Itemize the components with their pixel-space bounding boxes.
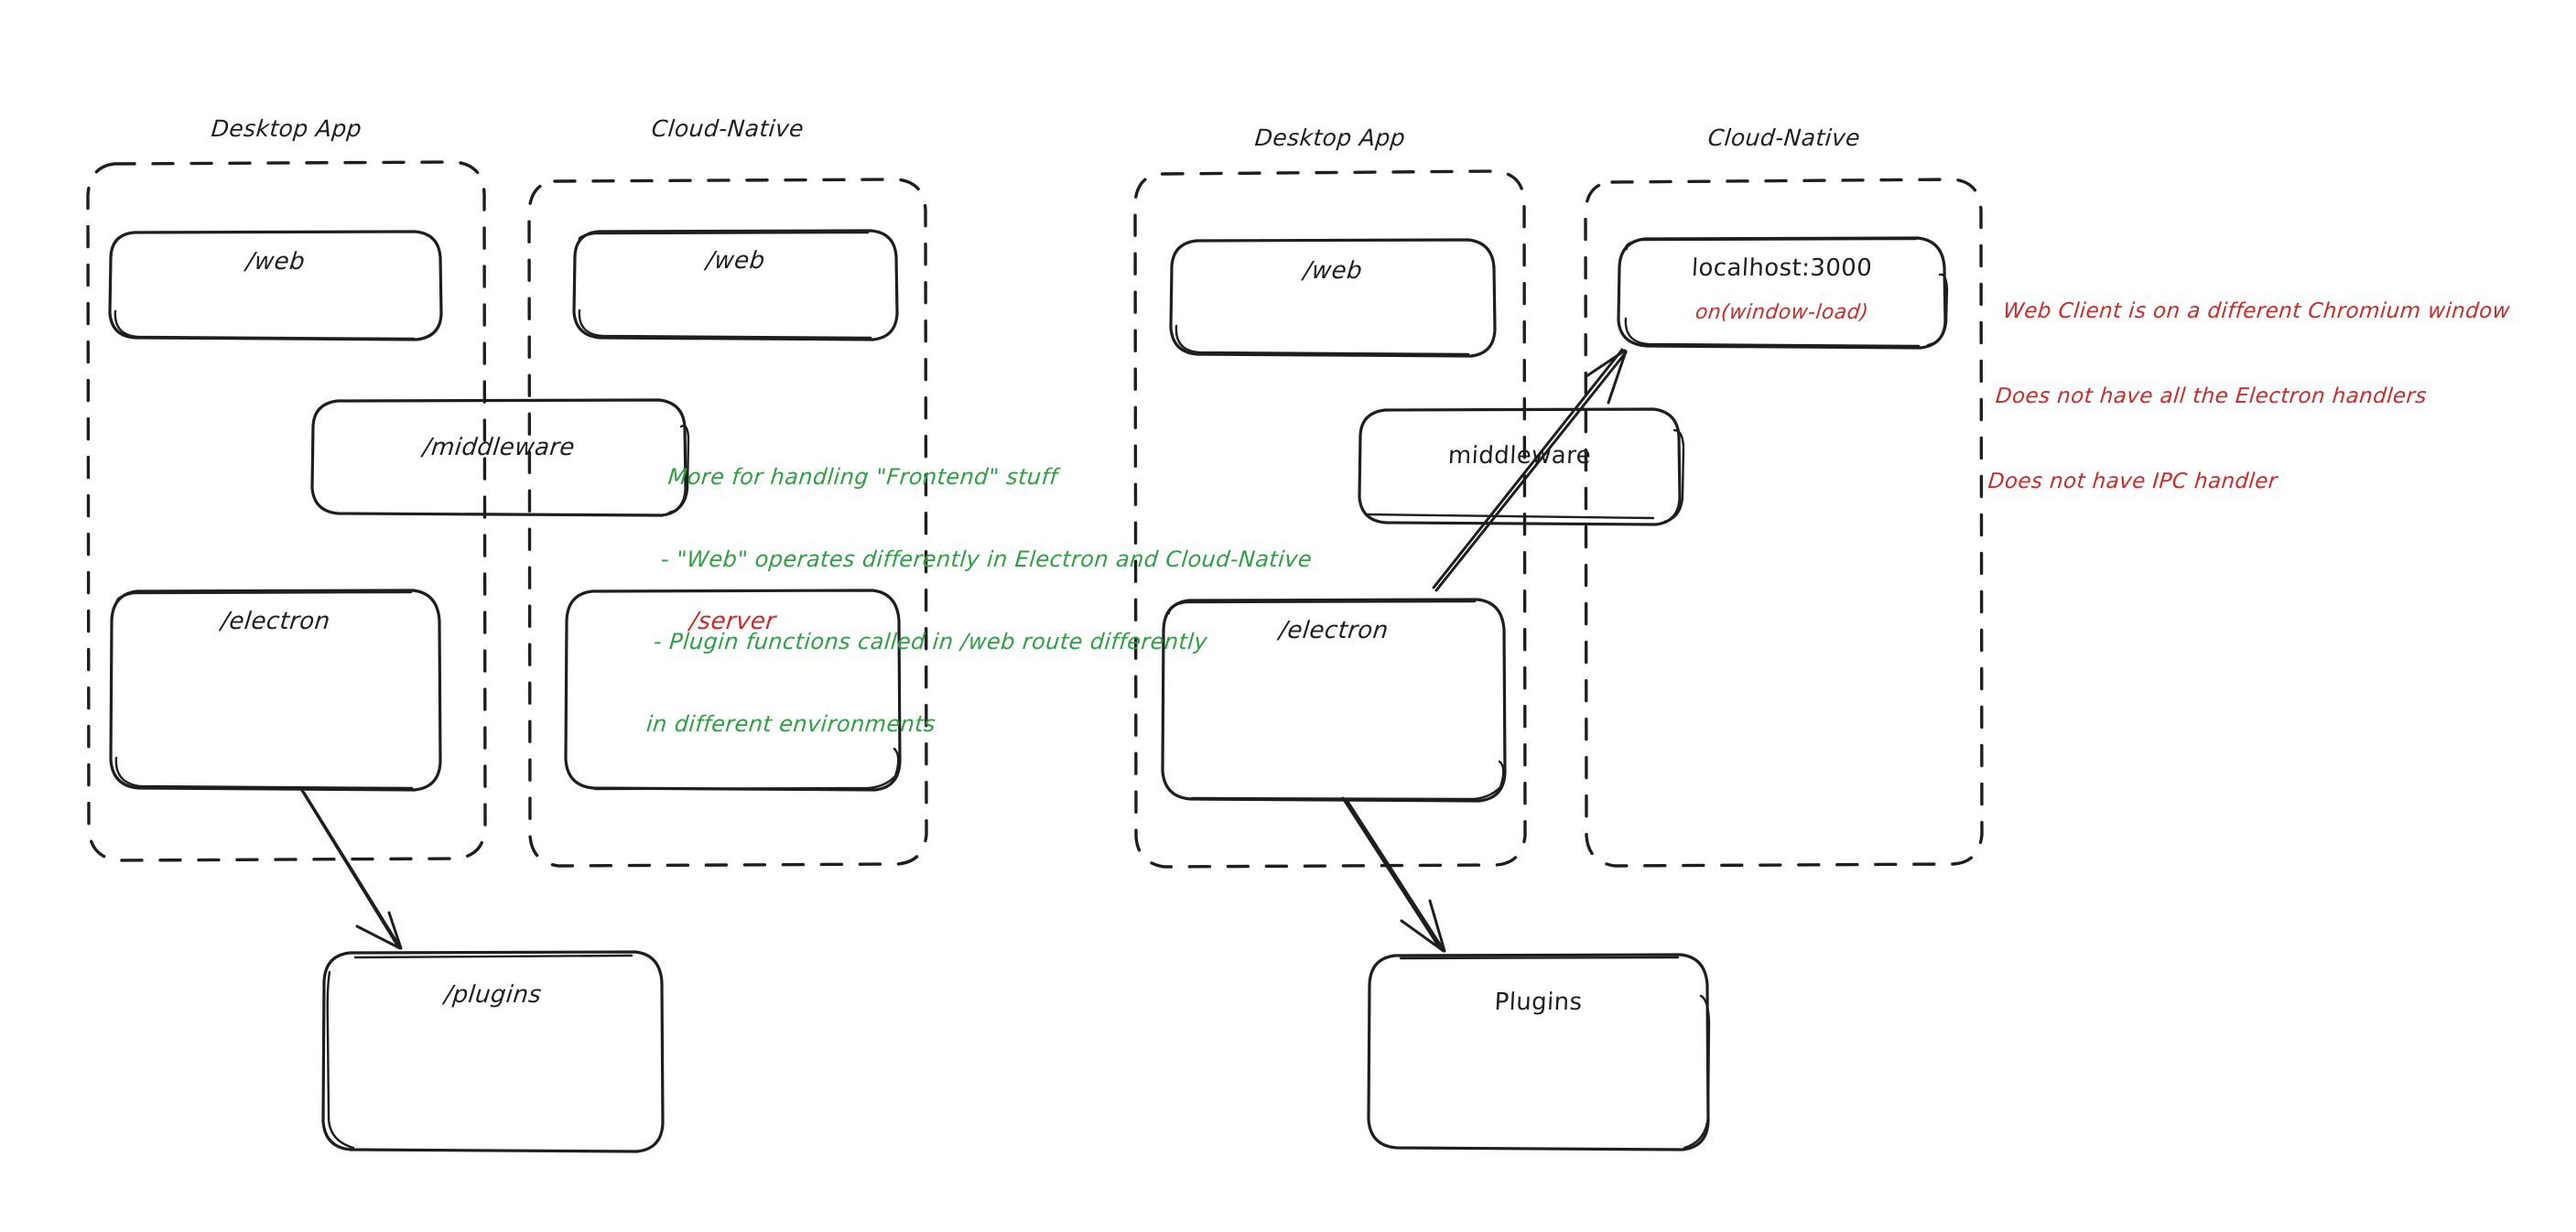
node-label-right-middleware: middleware [1447,442,1592,470]
note-green-line-2: - "Web" operates differently in Electron… [659,546,1314,572]
node-box-left-electron [109,589,442,792]
group-title-right-cloud: Cloud-Native [1706,124,1862,151]
node-label-left-electron: /electron [219,608,332,635]
arrow-right-electron-to-localhost [1432,348,1628,592]
node-label-left-plugins: /plugins [442,981,544,1009]
group-frame-left-cloud [527,178,928,868]
note-green-line-4: in different environments [644,711,937,737]
node-box-left-cloud-web [572,229,899,341]
note-green-block: More for handling "Frontend" stuff - "We… [641,408,1326,793]
group-title-left-desktop: Desktop App [210,115,363,142]
node-sublabel-right-localhost-onwindowload: on(window-load) [1694,301,1870,324]
node-label-right-electron: /electron [1277,617,1391,644]
node-box-right-middleware [1358,407,1685,526]
node-box-left-desktop-web [108,230,443,341]
note-red-line-2: Does not have all the Electron handlers [1994,384,2428,408]
node-label-right-plugins: Plugins [1493,989,1584,1016]
node-box-right-electron [1161,598,1507,803]
node-box-left-middleware [310,398,690,517]
group-frame-right-cloud [1584,178,1984,868]
node-label-left-desktop-web: /web [244,248,307,276]
node-box-left-server [564,589,902,792]
node-label-right-localhost: localhost:3000 [1691,254,1873,282]
node-label-right-desktop-web: /web [1302,257,1364,285]
node-box-right-plugins [1367,953,1711,1151]
note-red-block: Web Client is on a different Chromium wi… [1982,241,2516,553]
group-title-left-cloud: Cloud-Native [650,115,806,142]
note-red-line-3: Does not have IPC handler [1986,470,2278,493]
node-label-left-middleware: /middleware [421,434,577,461]
node-box-right-localhost [1617,236,1949,350]
group-title-right-desktop: Desktop App [1253,124,1407,151]
group-frame-right-desktop [1133,169,1527,869]
note-green-line-1: More for handling "Frontend" stuff [666,464,1059,490]
note-red-line-1: Web Client is on a different Chromium wi… [2002,299,2512,323]
arrow-left-electron-to-plugins [299,787,403,950]
node-label-left-cloud-web: /web [704,247,767,275]
node-box-right-desktop-web [1169,238,1497,358]
arrow-right-electron-to-plugins [1341,796,1446,953]
node-box-left-plugins [321,950,665,1153]
